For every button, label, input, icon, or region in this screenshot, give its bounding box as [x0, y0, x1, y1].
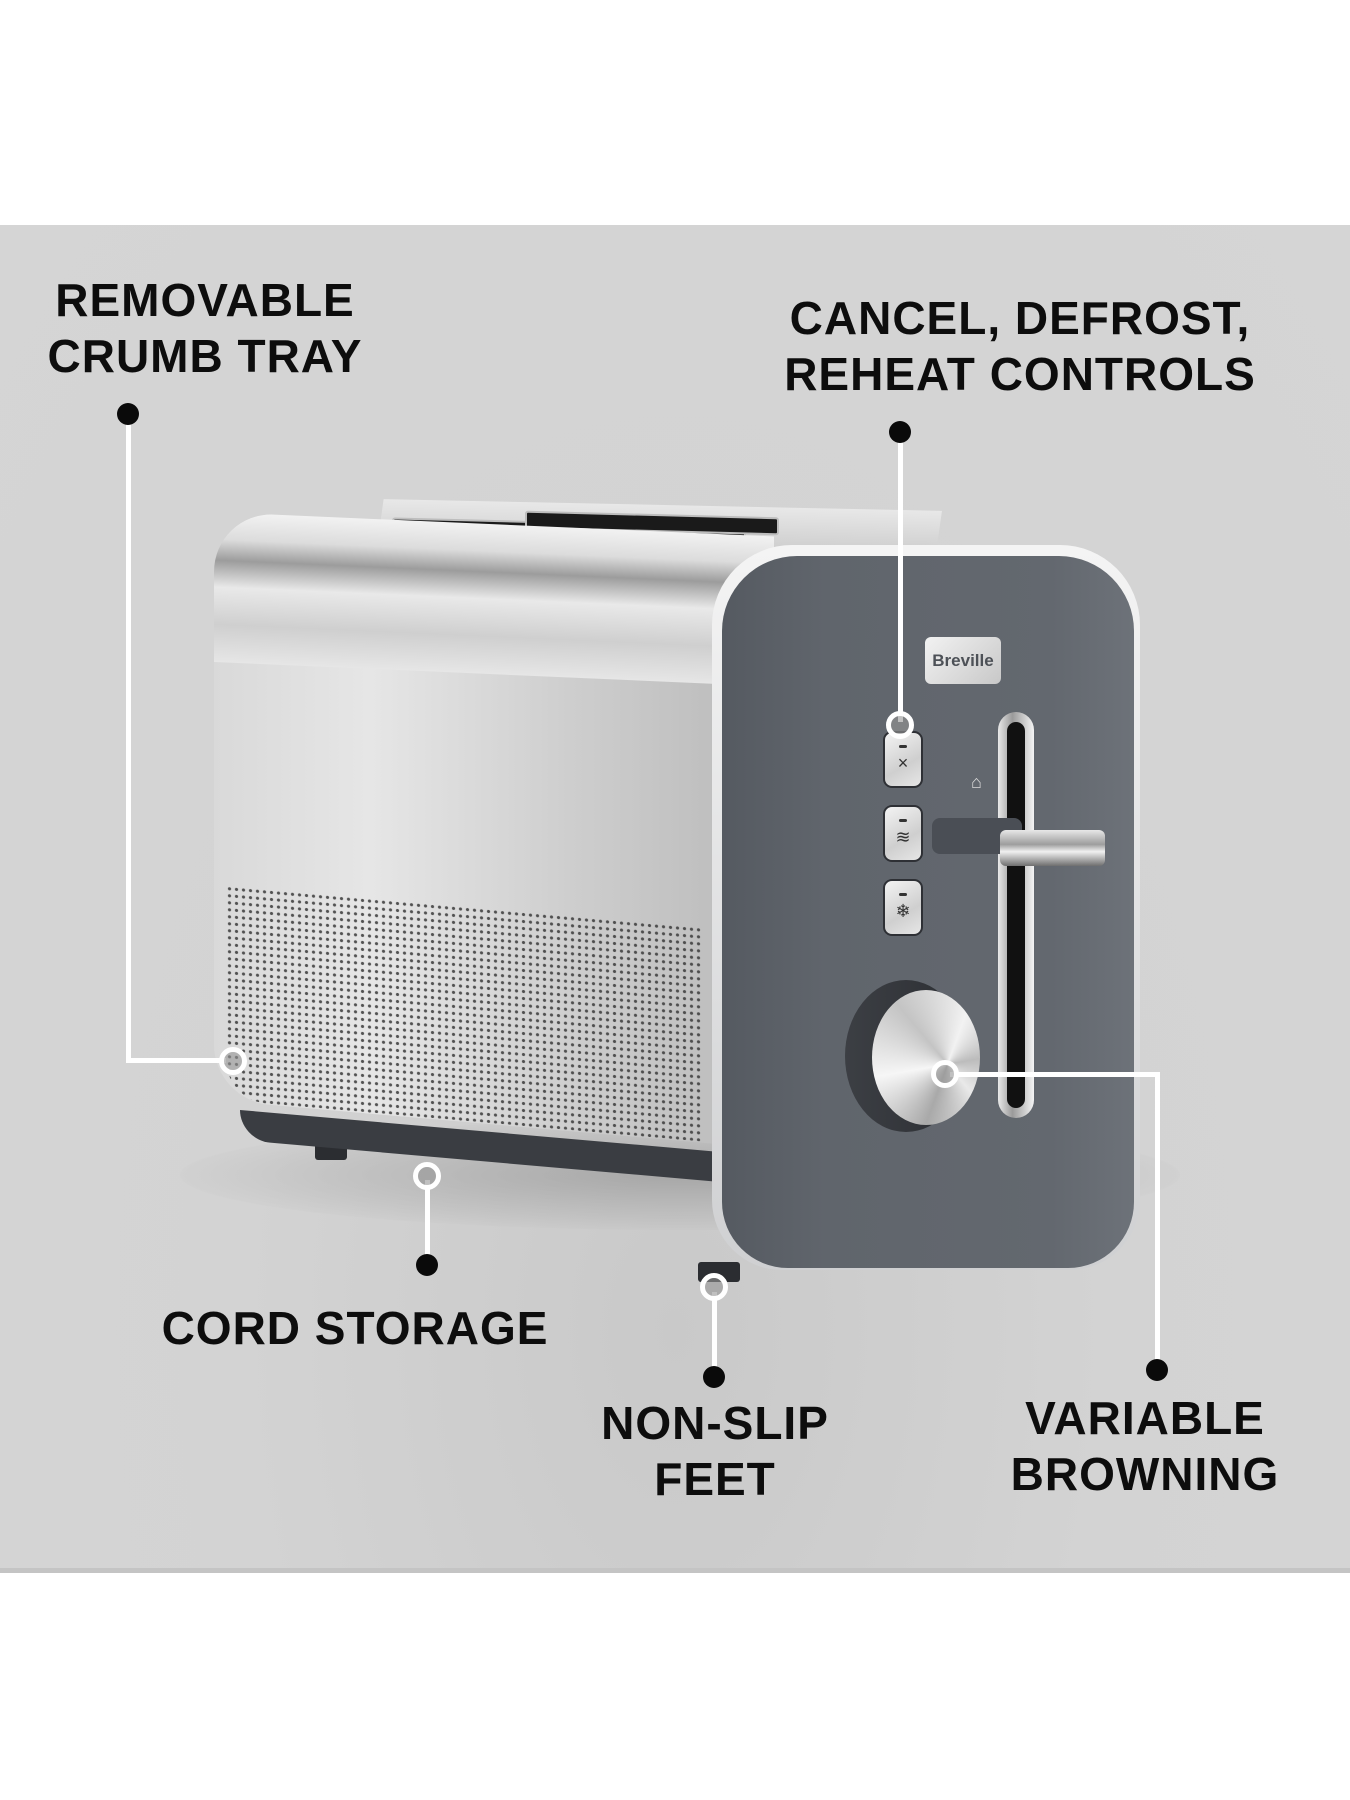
label-line: FEET [654, 1453, 776, 1505]
toast-lift-icon: ⌂ [971, 772, 982, 792]
defrost-icon: ❄ [895, 901, 911, 921]
callout-ring [413, 1162, 441, 1190]
band-bottom-edge [0, 1568, 1350, 1573]
reheat-button[interactable]: ≋ [883, 805, 923, 862]
callout-dot [416, 1254, 438, 1276]
label-line: CANCEL, DEFROST, [789, 292, 1251, 344]
callout-ring [931, 1060, 959, 1088]
callout-dot [1146, 1359, 1168, 1381]
callout-dot [117, 403, 139, 425]
cancel-button[interactable]: × [883, 731, 923, 788]
label-line: REHEAT CONTROLS [784, 348, 1256, 400]
label-line: CORD STORAGE [161, 1302, 549, 1354]
brand-badge: Breville [925, 637, 1001, 684]
toaster-shoulder [214, 512, 774, 687]
label-line: CRUMB TRAY [47, 330, 363, 382]
leader-line [126, 414, 131, 1063]
callout-ring [219, 1047, 247, 1075]
label-line: NON-SLIP [601, 1397, 829, 1449]
indicator-led [899, 819, 907, 822]
leader-line [898, 432, 903, 722]
label-line: BROWNING [1010, 1448, 1280, 1500]
callout-dot [703, 1366, 725, 1388]
perforated-panel [226, 885, 701, 1142]
browning-knob[interactable] [872, 990, 980, 1125]
leader-line [712, 1292, 717, 1377]
indicator-led [899, 745, 907, 748]
label-line: VARIABLE [1025, 1392, 1265, 1444]
callout-ring [700, 1273, 728, 1301]
indicator-led [899, 893, 907, 896]
leader-line [425, 1180, 430, 1265]
toasting-lever[interactable] [1000, 830, 1105, 866]
defrost-button[interactable]: ❄ [883, 879, 923, 936]
label-line: REMOVABLE [55, 274, 355, 326]
leader-line [1155, 1072, 1160, 1370]
cancel-icon: × [897, 753, 909, 773]
leader-line [950, 1072, 1160, 1077]
callout-variable-browning-label: VARIABLE BROWNING [995, 1390, 1295, 1502]
callout-dot [889, 421, 911, 443]
callout-ring [886, 711, 914, 739]
callout-non-slip-feet-label: NON-SLIP FEET [585, 1395, 845, 1507]
callout-controls-label: CANCEL, DEFROST, REHEAT CONTROLS [770, 290, 1270, 402]
reheat-icon: ≋ [895, 827, 911, 847]
leader-line [126, 1058, 226, 1063]
callout-cord-storage-label: CORD STORAGE [150, 1300, 560, 1356]
callout-crumb-tray-label: REMOVABLE CRUMB TRAY [40, 272, 370, 384]
lever-track-inner [1007, 722, 1025, 1108]
